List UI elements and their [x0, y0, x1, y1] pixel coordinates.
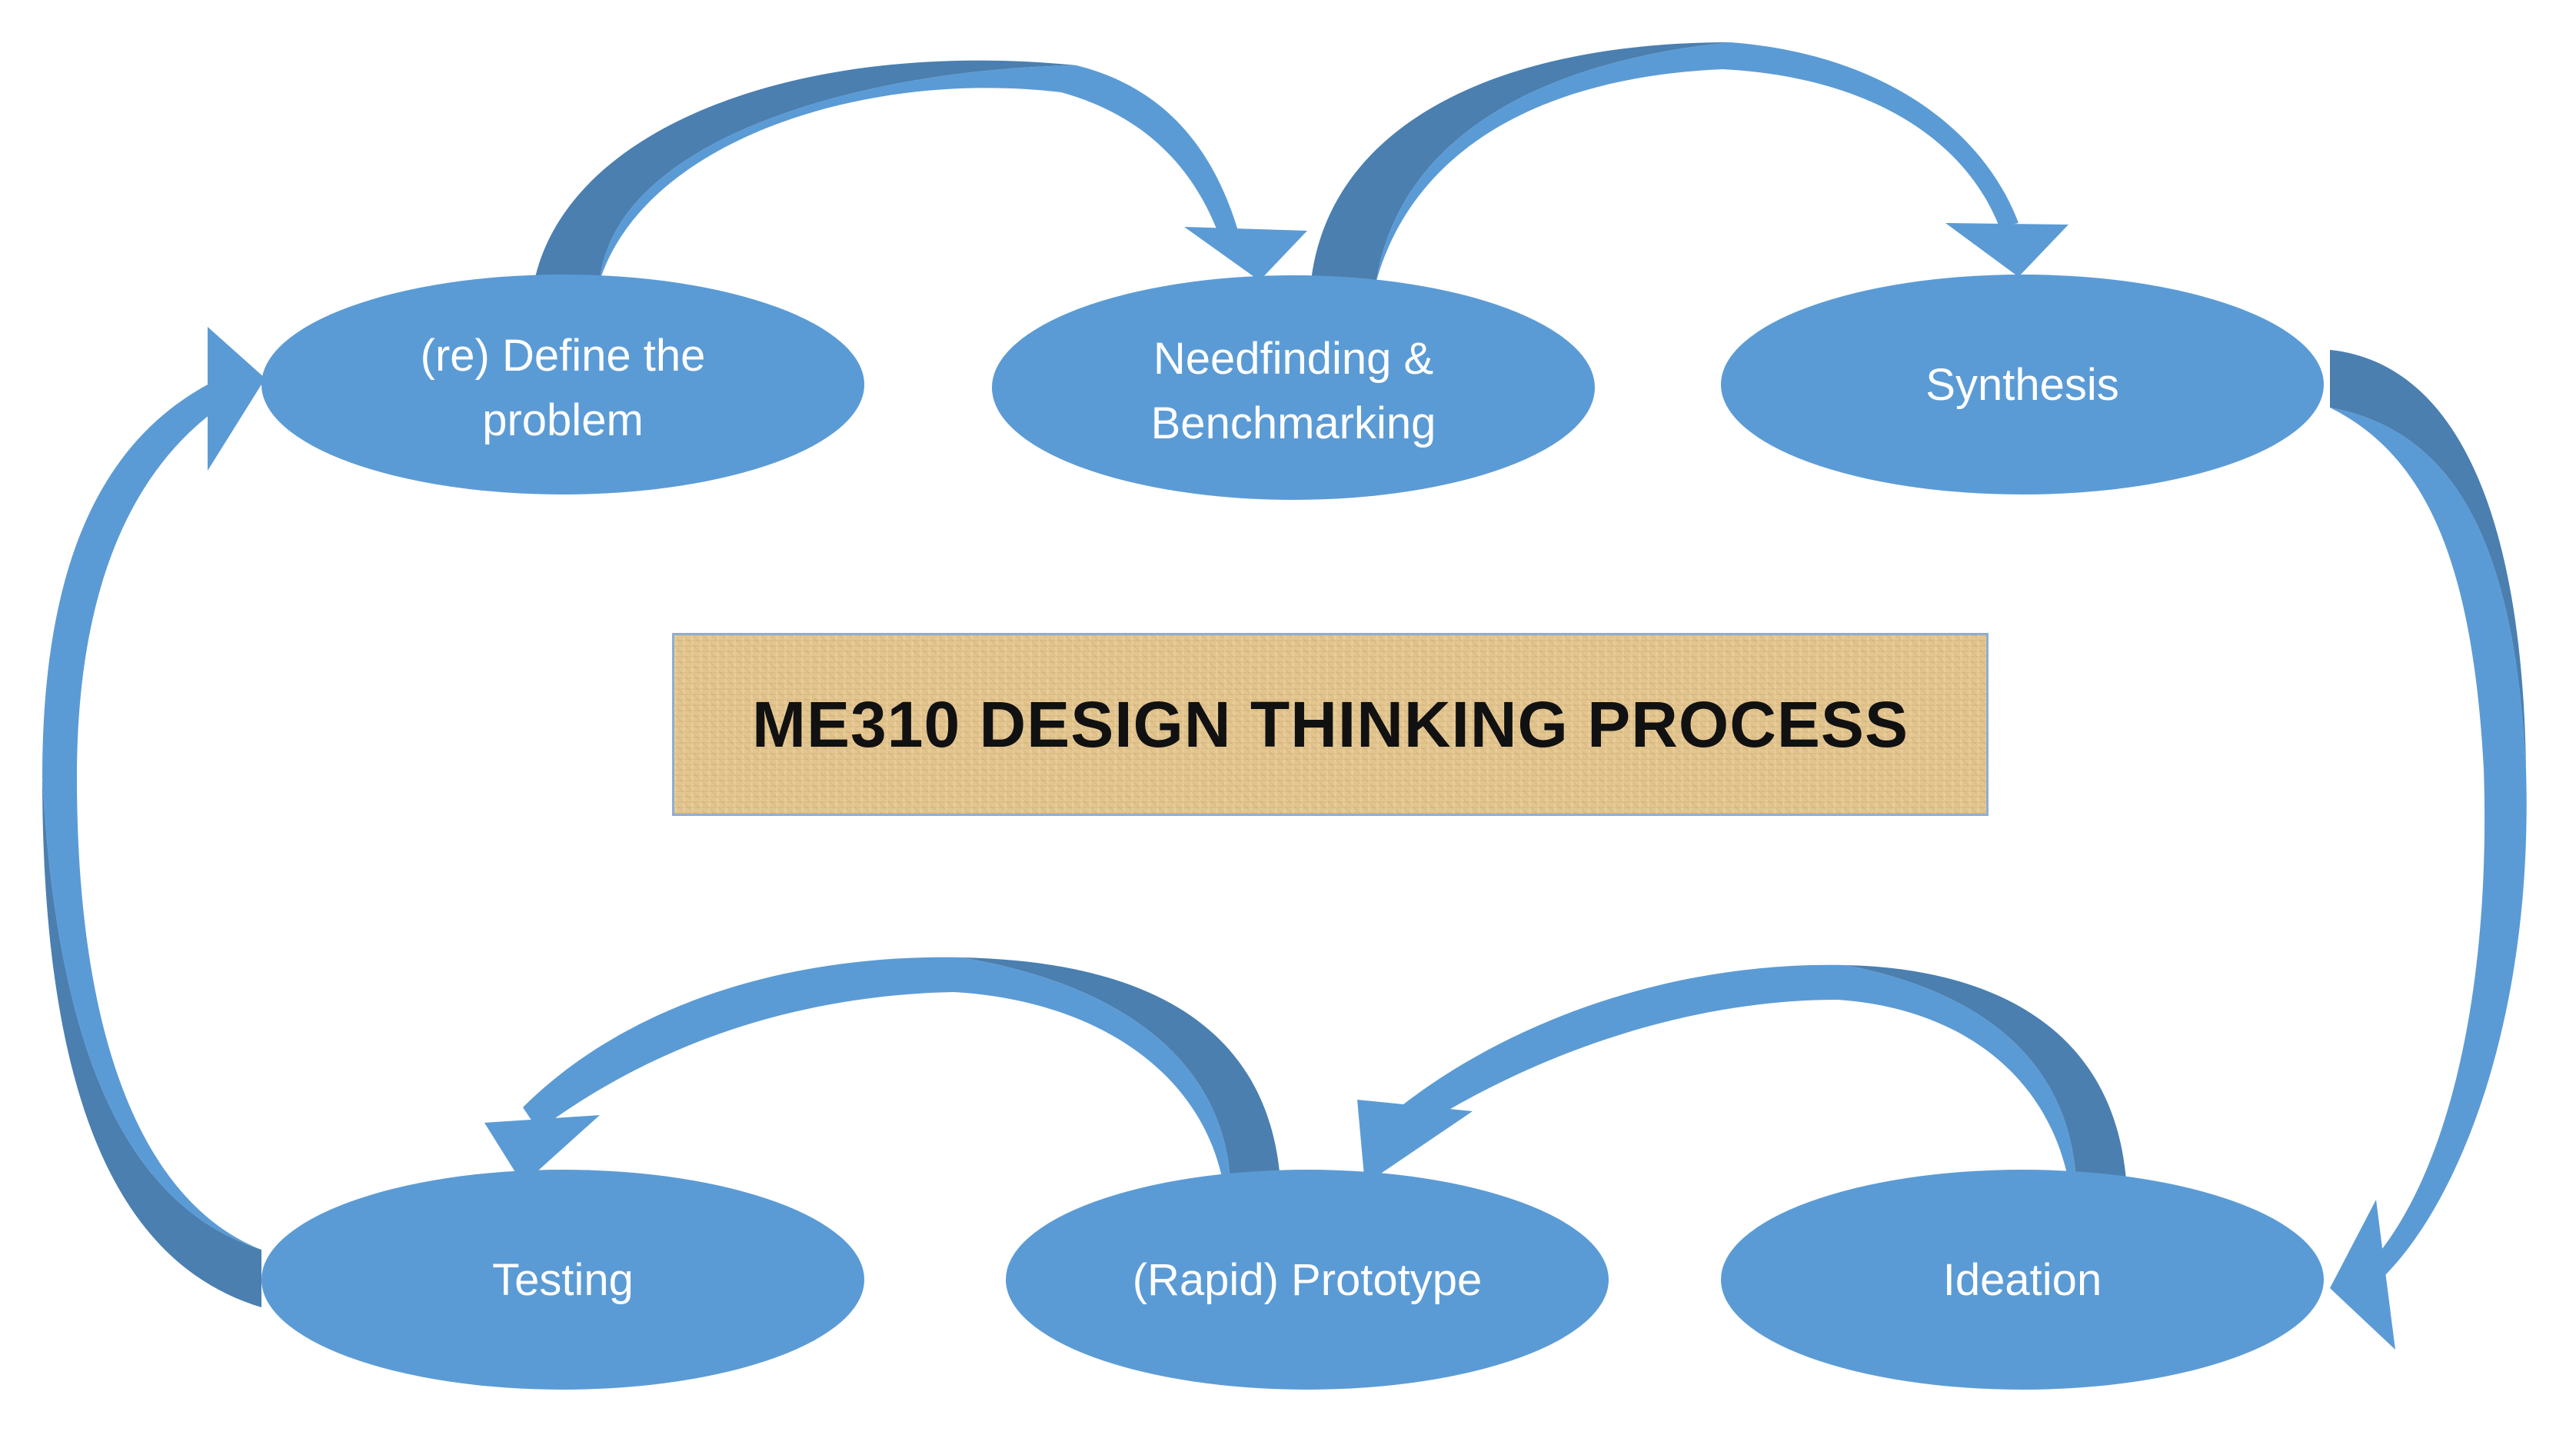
node-needfinding-line2: Benchmarking: [1151, 398, 1436, 448]
node-synthesis: Synthesis: [1721, 275, 2324, 494]
node-prototype: (Rapid) Prototype: [1006, 1170, 1609, 1390]
diagram-title: ME310 DESIGN THINKING PROCESS: [752, 688, 1909, 761]
node-define-problem-line2: problem: [482, 395, 644, 445]
arrow-testing-to-define: [42, 327, 265, 1307]
node-testing-label: Testing: [492, 1255, 634, 1305]
arrow-prototype-to-testing: [484, 957, 1280, 1184]
node-needfinding-line1: Needfinding &: [1153, 334, 1433, 384]
node-define-problem: (re) Define the problem: [261, 275, 864, 494]
node-prototype-label: (Rapid) Prototype: [1133, 1255, 1483, 1305]
arrow-define-to-needfinding: [534, 60, 1307, 281]
arrow-synthesis-to-ideation: [2330, 350, 2527, 1350]
node-needfinding: Needfinding & Benchmarking: [992, 275, 1595, 500]
node-synthesis-label: Synthesis: [1925, 360, 2118, 410]
node-testing: Testing: [261, 1170, 864, 1390]
node-ideation-label: Ideation: [1943, 1255, 2102, 1305]
title-box: ME310 DESIGN THINKING PROCESS: [672, 633, 1989, 816]
node-define-problem-line1: (re) Define the: [421, 331, 706, 381]
arrow-needfinding-to-synthesis: [1311, 42, 2068, 281]
node-ideation: Ideation: [1721, 1170, 2324, 1390]
arrow-ideation-to-prototype: [1357, 964, 2126, 1184]
